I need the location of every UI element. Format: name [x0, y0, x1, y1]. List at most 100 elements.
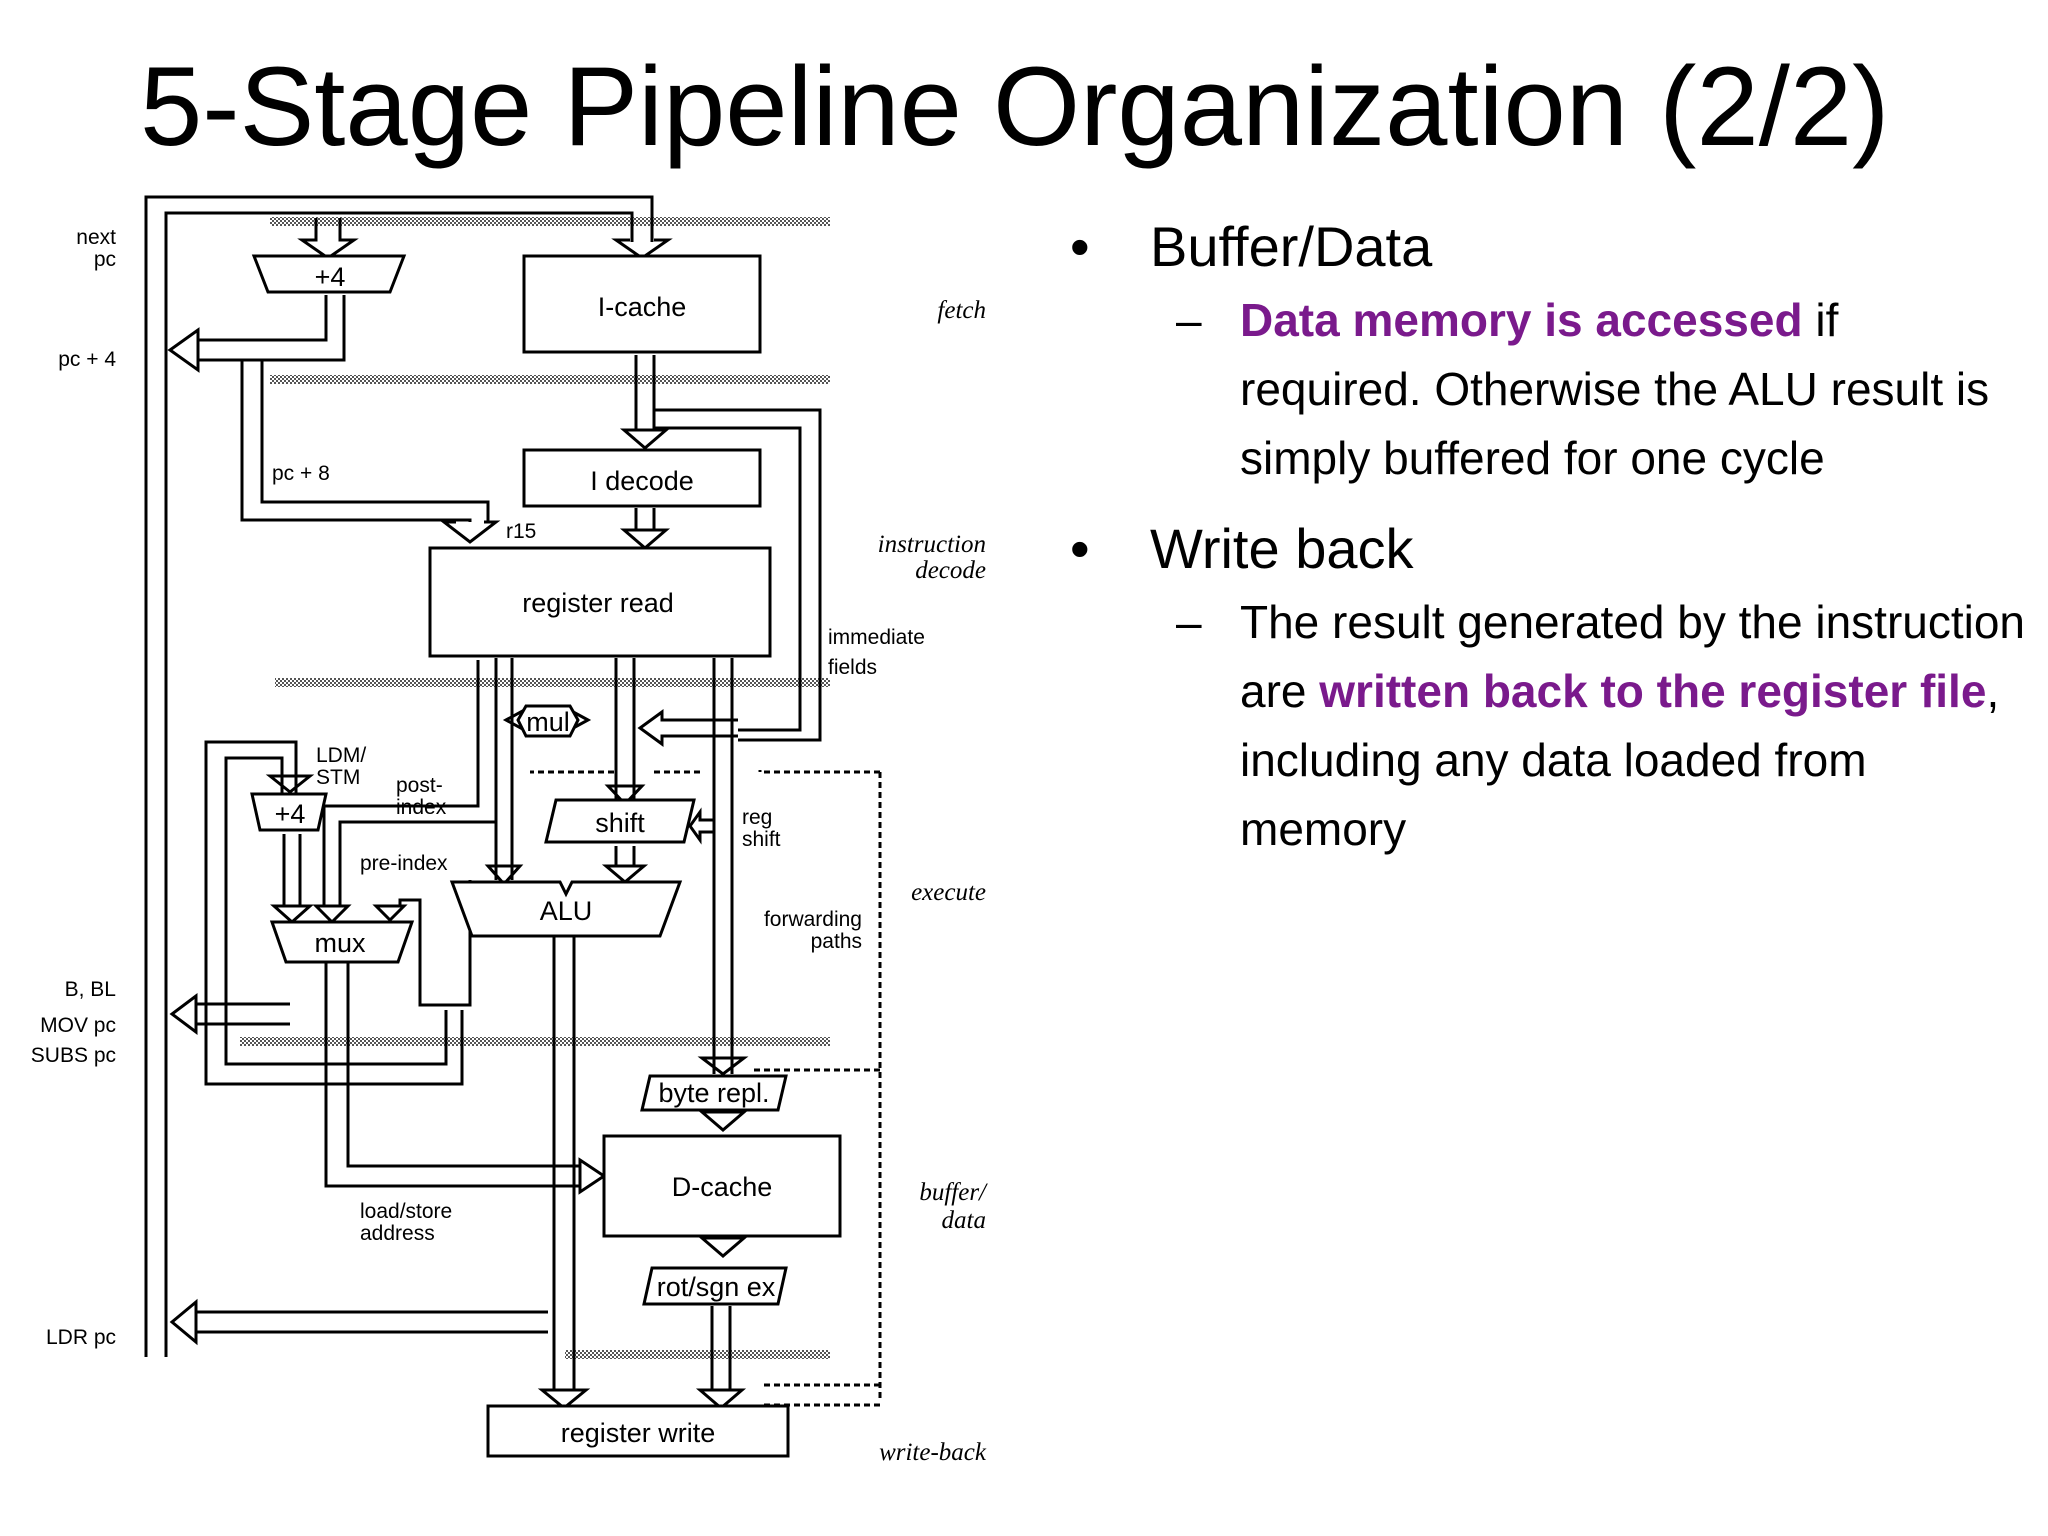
icache-decode-arrow — [619, 428, 671, 450]
slide-title: 5-Stage Pipeline Organization (2/2) — [140, 44, 1890, 169]
reg-shift-label: reg — [742, 806, 772, 829]
regwrite-label: register write — [561, 1418, 716, 1448]
operand-a-arrow — [484, 864, 524, 887]
pc4-label: pc + 4 — [58, 348, 116, 371]
pc8-bus — [240, 360, 490, 522]
alu-label: ALU — [540, 896, 593, 926]
ldm-arrow — [265, 774, 315, 794]
post-index-arrow — [312, 904, 352, 925]
ldm-loop — [204, 740, 464, 1086]
sub-bullet-item: – Data memory is accessed if required. O… — [1070, 286, 2030, 493]
ldm-label: LDM/ — [316, 744, 366, 767]
plus4-top-label: +4 — [315, 262, 346, 292]
regread-label: register read — [522, 588, 674, 618]
address-arrow — [578, 1157, 607, 1195]
icache-box — [522, 254, 762, 354]
ldr-pc-arrow — [169, 1298, 198, 1346]
sub-bullet-text: , including any data loaded from memory — [1240, 665, 2000, 856]
pipeline-register-bar — [240, 1037, 830, 1046]
byterepl-box — [640, 1074, 788, 1112]
pipeline-register-bar — [275, 678, 830, 687]
highlight-text: written back to the register file — [1319, 665, 1987, 718]
stage-execute: execute — [911, 879, 986, 906]
pre-index-arrow — [372, 904, 408, 923]
ls-address-label: address — [360, 1222, 435, 1245]
shift-box — [544, 798, 696, 844]
stage-decode: instruction — [878, 531, 986, 558]
mux-box — [269, 920, 415, 964]
dcache-label: D-cache — [672, 1172, 773, 1202]
pc8-label: pc + 8 — [272, 462, 330, 485]
bullet-item: • Write back — [1070, 515, 2030, 582]
address-bus — [324, 960, 580, 1188]
idecode-box — [522, 448, 762, 508]
stage-fetch: fetch — [937, 297, 986, 324]
bbl-label: B, BL — [65, 978, 116, 1001]
shift-alu-bus — [614, 846, 636, 866]
decode-regread-arrow — [619, 528, 671, 550]
bullet-dot-icon: • — [1070, 517, 1090, 581]
stage-buffer: buffer/ — [919, 1179, 988, 1206]
immediate-label: fields — [828, 656, 877, 679]
dcache-box — [602, 1134, 842, 1238]
byterepl-arrow — [697, 1056, 749, 1076]
subspc-label: SUBS pc — [31, 1044, 116, 1067]
pre-index-bus — [398, 880, 472, 1007]
shift-label: shift — [595, 808, 645, 838]
inc-mux-bus — [282, 834, 302, 906]
mux-label: mux — [314, 928, 366, 958]
bullet-list: • Buffer/Data – Data memory is accessed … — [1070, 205, 2030, 886]
sub-bullet-item: – The result generated by the instructio… — [1070, 588, 2030, 864]
immediate-label: immediate — [828, 626, 925, 649]
byterepl-label: byte repl. — [658, 1078, 769, 1108]
pipeline-register-bar — [270, 217, 830, 226]
reg-shift-arrow — [688, 807, 714, 845]
bullet-text: Write back — [1150, 517, 1414, 581]
branch-bus — [196, 1002, 290, 1026]
r15-label: r15 — [506, 520, 536, 543]
post-index-label: index — [396, 796, 447, 819]
reg-shift-label: shift — [742, 828, 781, 851]
byterepl-bus — [712, 1070, 734, 1074]
next-pc-label: next — [76, 226, 116, 249]
ldr-pc-bus — [196, 1310, 548, 1334]
operand-b-arrow — [604, 784, 646, 807]
dcache-rot-arrow — [697, 1236, 749, 1258]
alu-result-arrow — [537, 1388, 591, 1410]
plus4-mid-box — [250, 792, 328, 832]
ls-address-label: load/store — [360, 1200, 452, 1223]
forwarding-path — [530, 770, 882, 1407]
bullet-dot-icon: • — [1070, 215, 1090, 278]
bullet-text: Buffer/Data — [1150, 215, 1433, 278]
mul-label: mul — [526, 707, 570, 737]
highlight-text: Data memory is accessed — [1240, 294, 1803, 347]
inc-mux-arrow — [270, 904, 314, 925]
icache-decode-bus — [634, 355, 656, 430]
regwrite-box — [486, 1404, 790, 1458]
post-index-label: post- — [396, 774, 443, 797]
alu-box — [449, 880, 683, 938]
immediate-arrow — [637, 709, 738, 747]
stage-buffer: data — [942, 1207, 986, 1234]
ldr-pc-label: LDR pc — [46, 1326, 116, 1349]
regread-operand-b — [614, 658, 636, 800]
pipeline-register-bar — [270, 375, 830, 384]
rotsgn-label: rot/sgn ex — [657, 1272, 776, 1302]
rot-regwrite-arrow — [695, 1388, 747, 1410]
idecode-label: I decode — [590, 466, 694, 496]
pipeline-registers — [240, 217, 830, 1359]
alu-result-bus — [552, 936, 576, 1390]
rotsgn-box — [642, 1266, 788, 1306]
forwarding-label: paths — [811, 930, 862, 953]
decode-regread-bus — [634, 508, 656, 530]
post-index-bus — [322, 660, 498, 906]
sub-bullet-text: The result generated by the instruction … — [1240, 596, 2026, 718]
next-pc-label: pc — [94, 248, 116, 271]
dash-icon: – — [1176, 596, 1202, 649]
movpc-label: MOV pc — [40, 1014, 116, 1037]
ldm-label: STM — [316, 766, 360, 789]
regread-operand-c — [712, 658, 734, 1070]
rot-regwrite-bus — [710, 1306, 732, 1390]
regread-box — [428, 546, 772, 658]
plus4-top-box — [251, 254, 407, 294]
